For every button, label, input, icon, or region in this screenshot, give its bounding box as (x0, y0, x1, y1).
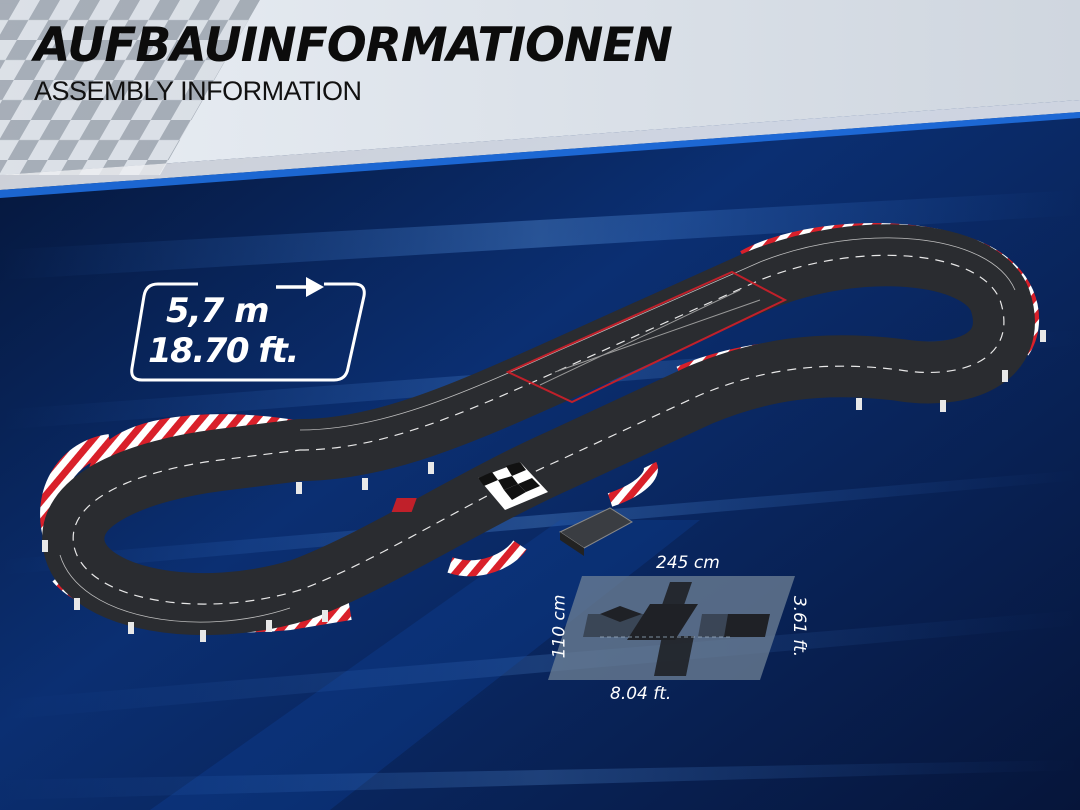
curb-mid-right (607, 461, 658, 507)
control-unit (391, 498, 633, 556)
track-length-imperial: 18.70 ft. (148, 331, 299, 371)
length-frame (130, 282, 366, 382)
footprint-width-metric: 245 cm (656, 553, 720, 573)
footprint-width-imperial: 8.04 ft. (610, 684, 672, 704)
barrier-posts (42, 330, 1046, 642)
track-length-badge: 5,7 m 18.70 ft. (128, 272, 378, 390)
track-slot-outer (299, 237, 1016, 431)
page-subtitle: ASSEMBLY INFORMATION (34, 76, 362, 106)
track-length-metric: 5,7 m (166, 291, 269, 331)
footprint-depth-imperial: 3.61 ft. (789, 595, 810, 658)
arrow-right-icon (276, 277, 324, 297)
page-title: AUFBAUINFORMATIONEN (34, 18, 673, 73)
curb-bottom-mid (447, 540, 527, 577)
start-finish-line (478, 462, 548, 510)
track-slot-bottom (59, 554, 291, 623)
footprint-depth-metric: 110 cm (549, 594, 570, 659)
lane-change-crossing (505, 270, 788, 404)
track-lane-line (72, 254, 1005, 605)
